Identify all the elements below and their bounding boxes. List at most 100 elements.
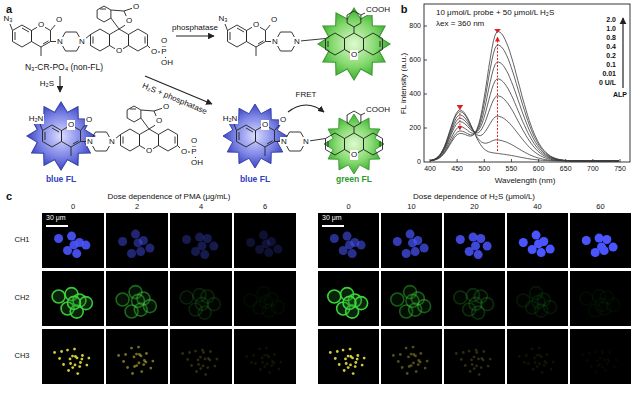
nucleus <box>609 243 618 252</box>
merge-spot <box>595 371 598 374</box>
nucleus <box>72 249 81 258</box>
molecule-group: N₃OONNOOOOPOOHN₃-CR-PO₄ (non-FL) <box>2 2 176 76</box>
nucleus <box>259 231 268 240</box>
merge-spot <box>206 366 209 369</box>
merge-spot <box>87 357 90 360</box>
spectrum-curve <box>430 79 619 161</box>
atom-label: O <box>85 115 93 124</box>
tick-label: 500 <box>478 165 490 173</box>
nucleus <box>456 235 465 244</box>
nucleus <box>420 244 429 253</box>
merge-spot <box>151 360 154 363</box>
merge-spot <box>532 368 535 371</box>
nucleus <box>532 231 541 240</box>
plot-frame <box>424 4 630 162</box>
micrograph-cell <box>570 329 631 384</box>
xanthene <box>121 106 197 159</box>
xanthene <box>326 111 383 155</box>
legend-value: 2.0 <box>606 16 616 24</box>
merge-spot <box>263 354 266 357</box>
decrease-arrow <box>459 113 460 130</box>
merge-spot <box>475 349 478 352</box>
merge-spot <box>266 363 269 366</box>
merge-spot <box>419 361 422 364</box>
reaction-arrow <box>59 76 60 92</box>
reaction-condition: H₂S <box>39 79 55 88</box>
nucleus <box>471 241 480 250</box>
nucleus <box>469 233 478 242</box>
merge-spot <box>268 356 271 359</box>
nucleus <box>54 234 63 243</box>
micrograph-cell <box>42 329 104 384</box>
merge-spot <box>540 356 543 359</box>
molecule-group: H₂NOONNOOOOPOOHblue FL <box>2 92 204 188</box>
nucleus <box>519 238 528 247</box>
merge-spot <box>531 348 534 351</box>
merge-spot <box>209 350 212 353</box>
atom-label: O <box>37 20 45 29</box>
merge-spot <box>523 361 526 364</box>
merge-spot <box>599 363 602 366</box>
merge-spot <box>181 352 184 355</box>
atom-label: O <box>162 102 170 111</box>
column-label: 0 <box>71 203 75 212</box>
merge-spot <box>363 357 366 360</box>
atom-label: N <box>78 37 86 46</box>
axis-title: Wavelength (nm) <box>495 176 556 185</box>
nucleus <box>483 242 492 251</box>
molecule-caption: N₃-CR-PO₄ (non-FL) <box>25 63 103 73</box>
cell-signal <box>271 301 284 314</box>
legend-value: 0.2 <box>606 52 616 60</box>
nucleus <box>198 241 207 250</box>
merge-spot <box>489 358 492 361</box>
merge-spot <box>470 359 473 362</box>
atom-label: N <box>280 137 288 146</box>
merge-spot <box>419 352 422 355</box>
axis-title: FL intensity (a.u.) <box>399 53 408 115</box>
micrograph-cell <box>234 329 296 384</box>
merge-spot <box>197 363 200 366</box>
merge-spot <box>69 358 72 361</box>
merge-spot <box>533 357 536 360</box>
merge-spot <box>464 364 467 367</box>
merge-spot <box>405 347 408 350</box>
atom-label: O <box>190 136 198 145</box>
cell-signal <box>52 290 65 303</box>
merge-spot <box>201 349 204 352</box>
merge-spot <box>354 365 357 368</box>
merge-spot <box>545 362 548 365</box>
nucleus <box>195 233 204 242</box>
panel-letter: a <box>6 3 12 16</box>
micrograph-cell <box>170 329 232 384</box>
legend-value: 0 U/L <box>599 79 616 87</box>
merge-spot <box>603 359 606 362</box>
micrograph-cell <box>318 329 379 384</box>
microscopy-grid <box>42 213 631 384</box>
merge-spot <box>473 367 476 370</box>
merge-spot <box>67 369 70 372</box>
micrograph-cell <box>444 213 505 268</box>
scale-bars <box>46 225 344 227</box>
bond <box>300 39 326 42</box>
column-label: 20 <box>470 203 478 212</box>
merge-spot <box>131 372 134 375</box>
blue-star <box>27 102 95 170</box>
peak-marker <box>457 105 464 110</box>
atom-label: O <box>350 50 358 59</box>
merge-spot <box>272 362 275 365</box>
merge-spot <box>538 363 541 366</box>
merge-spot <box>122 360 125 363</box>
merge-spot <box>76 357 79 360</box>
cell-signal <box>260 295 273 308</box>
merge-spot <box>426 360 429 363</box>
concentration-arrow <box>622 18 623 88</box>
merge-spot <box>608 360 611 363</box>
atom-label: N <box>293 37 301 46</box>
micrograph-cell <box>42 271 104 326</box>
merge-spot <box>268 371 271 374</box>
nucleus <box>70 240 79 249</box>
tick-label: 700 <box>587 165 599 173</box>
cell-signal <box>532 295 545 308</box>
merge-spot <box>480 366 483 369</box>
atom-label: COOH <box>365 105 391 114</box>
